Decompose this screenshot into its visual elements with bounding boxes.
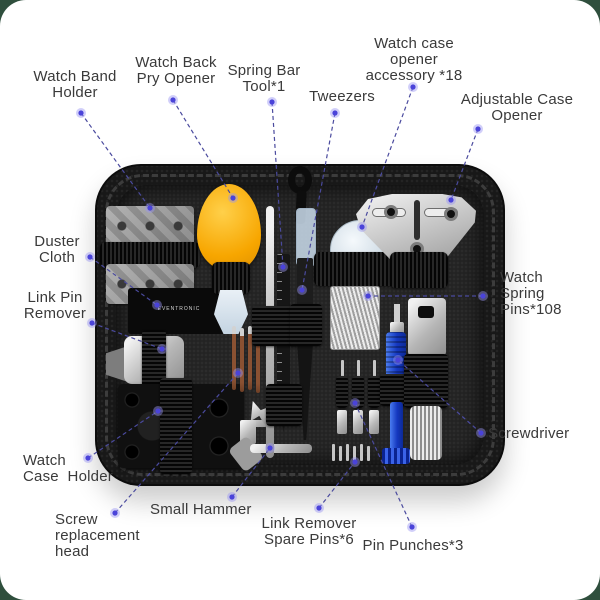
screwdriver-shaft <box>390 402 403 452</box>
pin-punch-tip <box>357 360 360 378</box>
callout-label-line: Tool*1 <box>242 78 286 95</box>
pin-punch-grip <box>352 376 364 408</box>
callout-label-line: Pin Punches*3 <box>362 537 464 554</box>
callout-label-line: replacement <box>55 527 140 544</box>
callout-label-line: Duster <box>34 233 80 250</box>
opener-center-slot <box>414 200 420 240</box>
pin-punch-tip <box>373 360 376 378</box>
pin-punch-grip <box>336 376 348 408</box>
callout-label-line: Spring <box>500 285 545 302</box>
callout-label-line: Cloth <box>38 249 76 266</box>
pin-punch-base <box>369 410 379 434</box>
callout-label-line: Watch <box>23 452 66 469</box>
spare-pin <box>332 444 335 461</box>
callout-label-line: Adjustable Case <box>460 91 574 108</box>
screwdriver-gear-base <box>382 448 410 464</box>
callout-label-screwdriver: Screwdriver <box>488 426 569 442</box>
callout-label-line: Screw <box>55 511 98 528</box>
spare-pin <box>360 444 363 461</box>
callout-label-line: Tweezers <box>309 88 375 105</box>
brand-label: EVENTRONIC <box>157 306 201 312</box>
watch-back-pry-opener-illustration <box>197 184 261 272</box>
link-remover-knurled-handle <box>410 406 442 460</box>
link-remover-strap <box>404 354 448 408</box>
callout-label-line: Remover <box>23 305 87 322</box>
screwdriver-bit <box>394 304 400 326</box>
opener-slot-right <box>424 208 458 217</box>
duster-cloth-illustration: EVENTRONIC <box>128 288 230 334</box>
callout-label-line: Screwdriver <box>488 425 570 442</box>
callout-label-line: Link Pin <box>27 289 83 306</box>
callout-label-line: Pins*108 <box>500 301 562 318</box>
pin-punch-base <box>337 410 347 434</box>
callout-label-small-hammer: Small Hammer <box>150 502 252 518</box>
spare-pin <box>346 444 349 461</box>
opener-knob-left <box>384 205 398 219</box>
pin-punch-base <box>353 410 363 434</box>
callout-label-line: Opener <box>491 107 543 124</box>
spare-pin <box>339 446 342 461</box>
pin-punch-grip <box>368 376 380 408</box>
spare-pin <box>353 446 356 461</box>
callout-label-line: head <box>55 543 90 560</box>
callout-label-line: Holder <box>52 84 98 101</box>
case-holder-strap <box>160 378 192 474</box>
center-strap-3 <box>266 384 302 426</box>
center-strap-2 <box>290 304 322 346</box>
callout-label-line: Watch Back <box>135 54 217 71</box>
callout-label-line: Watch <box>500 269 543 286</box>
small-hammer-handle <box>250 444 312 453</box>
watch-band-holder-illustration <box>106 206 194 246</box>
screw-replacement-head-bit <box>232 326 236 390</box>
callout-label-tweezers: Tweezers <box>309 89 375 105</box>
callout-label-line: Spring Bar <box>227 62 301 79</box>
callout-label-line: Link Remover <box>261 515 357 532</box>
screwdriver-illustration <box>386 332 406 378</box>
pin-punch-tip <box>341 360 344 378</box>
link-remover-slot <box>418 306 434 318</box>
callout-label-line: Spare Pins*6 <box>264 531 354 548</box>
spare-pin <box>367 446 370 461</box>
callout-label-line: Case Holder <box>23 468 113 485</box>
callout-label-line: accessory *18 <box>365 67 463 84</box>
opener-knob-right <box>444 207 458 221</box>
callout-label-line: Watch Band <box>33 68 117 85</box>
watch-spring-pins-illustration <box>330 286 380 350</box>
screw-replacement-head-bit <box>248 326 252 390</box>
pry-opener-strap <box>212 262 250 294</box>
screw-replacement-head-bit <box>240 328 244 392</box>
callout-label-pin-punches: Pin Punches*3 <box>362 538 463 554</box>
screw-replacement-head-bit <box>256 329 260 393</box>
callout-label-line: opener <box>390 51 438 68</box>
screwdriver-collar <box>390 322 404 334</box>
callout-label-line: Small Hammer <box>150 501 252 518</box>
callout-label-line: Watch case <box>374 35 454 52</box>
opener-strap <box>390 252 448 288</box>
callout-label-line: Pry Opener <box>136 70 216 87</box>
